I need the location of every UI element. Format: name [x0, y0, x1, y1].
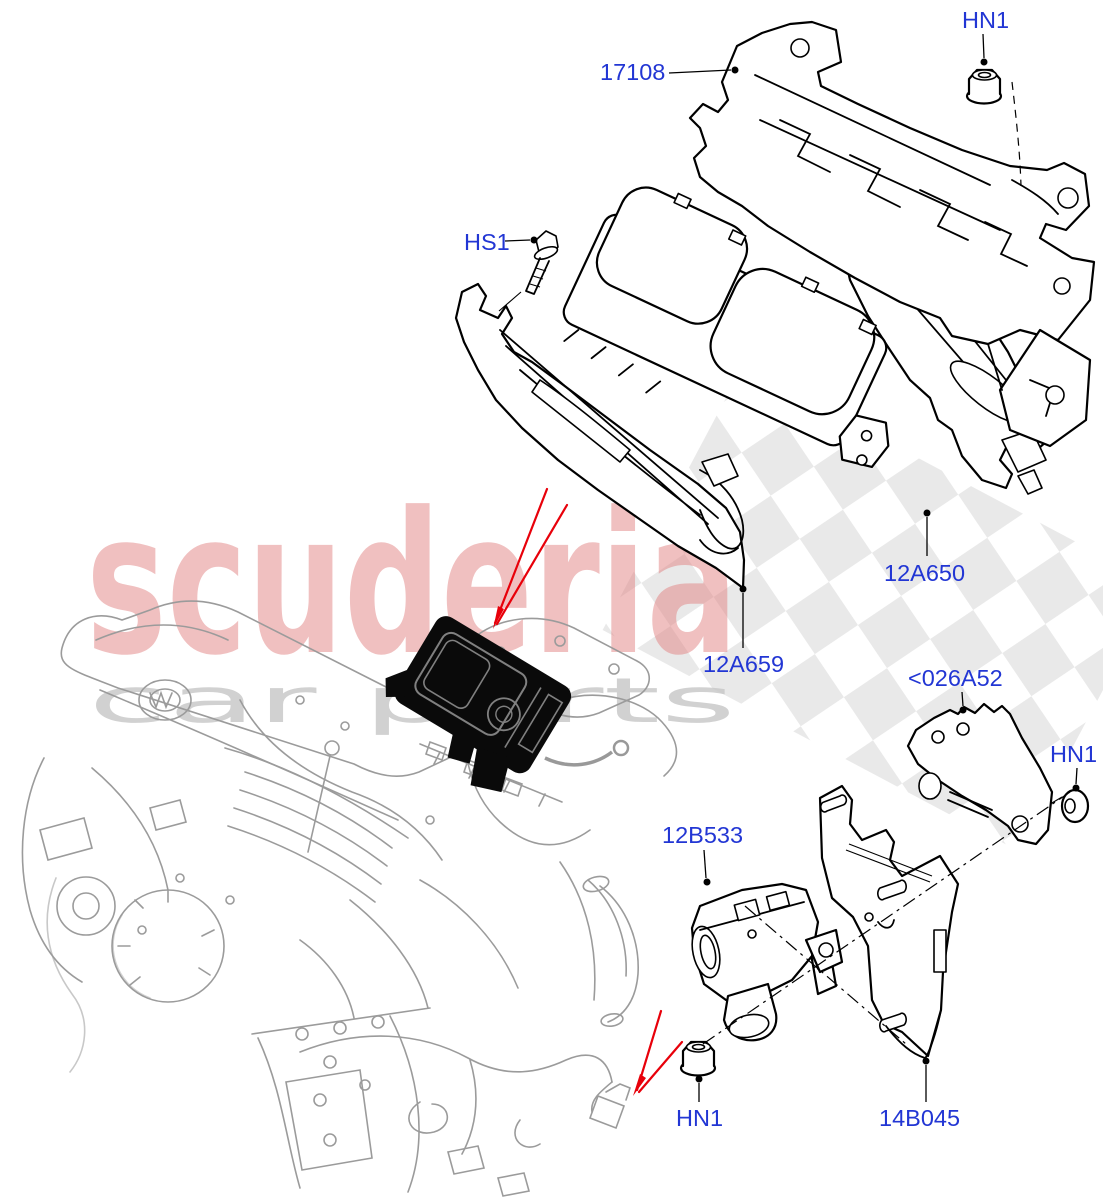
- wiring-harness: [299, 1035, 613, 1083]
- engine-bolt: [137, 925, 147, 935]
- engine-bolt: [371, 1015, 385, 1029]
- leader-lines: [504, 33, 1080, 1102]
- oil-cap-inner: [149, 688, 181, 712]
- coolant-hoses: [91, 694, 678, 891]
- oil-pan: [251, 1007, 431, 1193]
- ecm-detail: [414, 631, 528, 736]
- wire-eyelet: [612, 739, 630, 757]
- engine-bolt: [340, 721, 350, 731]
- crank-damper-ring: [112, 914, 151, 999]
- part-label-hn1-top: HN1: [962, 7, 1009, 33]
- part-hn1-nut-bottom: [679, 1040, 717, 1077]
- pipe-flange: [600, 1012, 624, 1028]
- ecm-connector-filled: [447, 732, 511, 793]
- leader-dot-hn1-top: [980, 58, 988, 66]
- downpipe: [587, 879, 639, 1023]
- wire-loop: [408, 1101, 541, 1148]
- checkered-flag-watermark: [602, 365, 1103, 851]
- part-hn1-nut-top: [965, 68, 1022, 187]
- part-12b533-sensor: [690, 882, 844, 1042]
- engine-bolt: [608, 663, 620, 675]
- part-label-hs1: HS1: [464, 229, 510, 255]
- part-label-hn1-right: HN1: [1050, 741, 1097, 767]
- engine-silhouette: [21, 757, 83, 983]
- ecm-detail: [423, 639, 491, 709]
- part-label-14b045: 14B045: [879, 1105, 960, 1131]
- leader-dot-14b045: [922, 1057, 930, 1065]
- engine-line: [149, 690, 173, 710]
- oil-cap: [138, 679, 192, 721]
- ecm-ground-wire: [544, 750, 614, 767]
- engine-bolt: [295, 1027, 309, 1041]
- engine-bolt: [425, 815, 435, 825]
- part-hn1-washer-right: [1012, 788, 1090, 827]
- part-12a659-cover: [454, 282, 746, 590]
- leader-dot-hn1-bottom: [695, 1075, 703, 1083]
- engine-line: [117, 889, 215, 986]
- arrow-line: [637, 1040, 684, 1094]
- leader-dot-hn1-right: [1072, 784, 1080, 792]
- red-pointer-arrows: [493, 487, 684, 1096]
- leader-dot-026a52: [959, 706, 967, 714]
- part-hs1-bolt: [498, 230, 559, 312]
- part-labels: HN1 17108 HS1 12A650 12A659 <026A52 HN1 …: [464, 7, 1097, 1131]
- pipe-flange: [582, 875, 610, 893]
- harness-connector-target: [588, 1083, 631, 1130]
- part-label-17108: 17108: [600, 59, 665, 85]
- ecm-mount-ear: [385, 669, 407, 698]
- leader-dot-hs1: [530, 236, 538, 244]
- leader-dot-12a650: [923, 509, 931, 517]
- part-ecm-module: [562, 186, 890, 469]
- part-label-12a659: 12A659: [703, 651, 784, 677]
- engine-bolt: [359, 1079, 371, 1091]
- leader-dot-17108: [731, 66, 739, 74]
- engine-bolt: [554, 635, 566, 647]
- engine-bolt: [323, 1055, 337, 1069]
- installed-ecm-highlight: [385, 616, 630, 793]
- engine-bolt: [175, 873, 185, 883]
- pulley: [56, 876, 116, 936]
- leader-dot-12b533: [703, 878, 711, 886]
- accessory-bracket: [39, 799, 187, 861]
- ecm-detail: [486, 697, 521, 732]
- engine-bolt: [323, 1133, 337, 1147]
- ecm-detail: [504, 687, 564, 754]
- dipstick: [307, 755, 331, 853]
- dipstick-handle: [324, 740, 340, 756]
- part-17108-bracket: [688, 20, 1096, 448]
- arrow-head: [493, 606, 504, 629]
- engine-bolt: [333, 1021, 347, 1035]
- leader-dot-12a659: [739, 585, 747, 593]
- part-14b045-bracket: [808, 784, 960, 1059]
- pan-bracket: [285, 1069, 373, 1171]
- arrow-line: [493, 487, 549, 625]
- ecm-detail: [495, 705, 513, 723]
- part-026a52-bracket: [906, 702, 1054, 846]
- engine-line: [95, 624, 229, 641]
- belt: [46, 877, 86, 1073]
- assembly-axis-lines: [702, 791, 1071, 1045]
- harness-branch: [461, 1059, 613, 1155]
- harness-connector: [447, 1145, 531, 1197]
- part-label-12b533: 12B533: [662, 822, 743, 848]
- arrow-head: [633, 1074, 646, 1096]
- engine-bolt: [313, 1093, 327, 1107]
- intake-runners: [224, 747, 409, 903]
- engine-line: [99, 689, 596, 1019]
- part-label-12a650: 12A650: [884, 560, 965, 586]
- pulley-hub: [72, 892, 100, 920]
- engine-bolt: [225, 895, 235, 905]
- part-label-026a52: <026A52: [908, 665, 1003, 691]
- engine-bolt: [295, 695, 305, 705]
- arrow-line: [495, 503, 569, 626]
- part-label-hn1-bottom: HN1: [676, 1105, 723, 1131]
